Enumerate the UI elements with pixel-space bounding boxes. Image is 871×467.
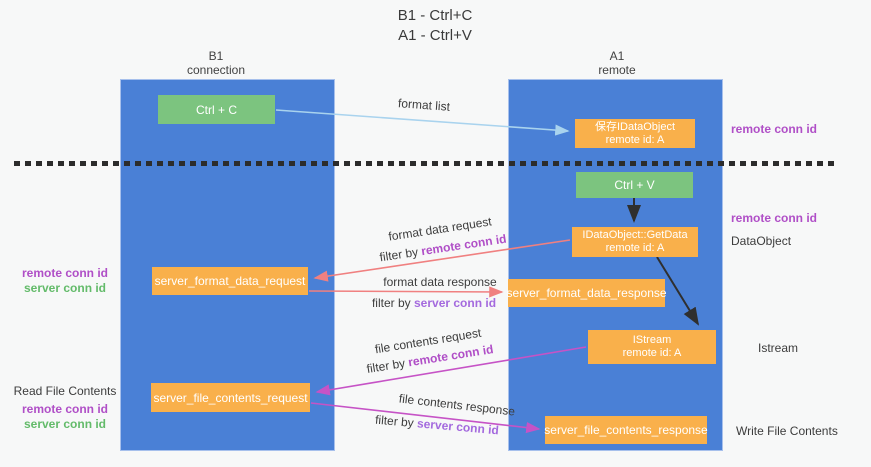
server-file-contents-request-box: server_file_contents_request [151, 383, 310, 412]
format-list-caption: format list [397, 96, 451, 114]
left-lane-header: B1 connection [159, 49, 273, 78]
right-lane-header: A1 remote [560, 49, 674, 78]
filter-by-text: filter by [374, 412, 415, 430]
left-lane-title: B1 [208, 49, 224, 63]
server-format-data-response-label: server_format_data_response [506, 286, 667, 300]
arrow-format-data-response [308, 286, 504, 298]
server-file-contents-request-label: server_file_contents_request [153, 390, 308, 405]
right-dataobject-label: DataObject [731, 234, 792, 248]
filter-by-text: filter by [371, 296, 411, 310]
right-write-file-contents-label: Write File Contents [736, 424, 838, 438]
ctrl-c-label: Ctrl + C [195, 102, 237, 117]
istream-box: IStream remote id: A [588, 330, 716, 364]
ctrl-c-box: Ctrl + C [158, 95, 275, 124]
filter-by-text: filter by [365, 356, 407, 376]
save-dataobject-line2: remote id: A [605, 133, 665, 146]
title-line-2: A1 - Ctrl+V [398, 27, 472, 45]
left-server-conn-id-format: server conn id [23, 281, 107, 295]
file-contents-response-filter-caption: filter by server conn id [368, 412, 507, 438]
right-remote-conn-id-top: remote conn id [731, 122, 818, 136]
left-lane-subtitle: connection [186, 63, 246, 78]
left-read-file-contents-label: Read File Contents [13, 384, 117, 398]
server-file-contents-response-box: server_file_contents_response [544, 416, 708, 444]
right-remote-conn-id-mid: remote conn id [731, 211, 818, 225]
left-format-conn-ids: remote conn id server conn id [9, 266, 121, 296]
save-dataobject-line1: 保存IDataObject [594, 120, 676, 133]
save-dataobject-box: 保存IDataObject remote id: A [575, 119, 695, 148]
left-remote-conn-id-file: remote conn id [21, 402, 108, 416]
getdata-line2: remote id: A [605, 242, 665, 254]
getdata-box: IDataObject::GetData remote id: A [572, 227, 698, 257]
left-server-conn-id-file: server conn id [23, 417, 107, 431]
format-data-response-caption: format data response [383, 275, 497, 289]
istream-line1: IStream [632, 334, 672, 346]
getdata-line1: IDataObject::GetData [582, 229, 688, 241]
istream-line2: remote id: A [622, 347, 682, 359]
server-conn-id-text: server conn id [416, 416, 500, 438]
phase-divider [14, 161, 834, 166]
server-format-data-response-box: server_format_data_response [506, 279, 667, 307]
right-lane-title: A1 [609, 49, 625, 63]
ctrl-v-box: Ctrl + V [576, 172, 693, 198]
diagram-title: B1 - Ctrl+C A1 - Ctrl+V [335, 6, 535, 47]
server-format-data-request-box: server_format_data_request [152, 267, 308, 295]
server-file-contents-response-label: server_file_contents_response [544, 423, 708, 437]
server-format-data-request-label: server_format_data_request [154, 274, 306, 288]
server-conn-id-text: server conn id [414, 296, 497, 310]
ctrl-v-label: Ctrl + V [614, 178, 655, 192]
title-line-1: B1 - Ctrl+C [397, 7, 473, 24]
right-lane-subtitle: remote [598, 63, 636, 78]
left-file-labels: Read File Contents remote conn id server… [9, 384, 121, 432]
right-istream-label: Istream [758, 341, 799, 355]
format-data-response-filter-caption: filter by server conn id [365, 296, 503, 310]
filter-by-text: filter by [378, 244, 419, 265]
left-remote-conn-id-format: remote conn id [21, 266, 108, 280]
